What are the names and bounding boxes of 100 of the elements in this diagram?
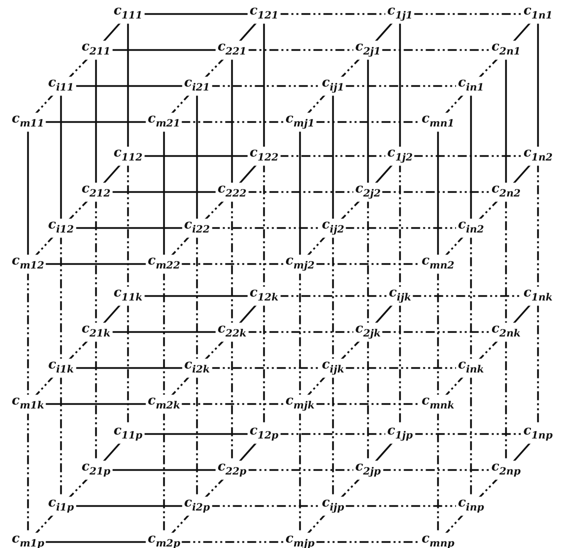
connector-line [111, 331, 217, 333]
connector-line [263, 21, 265, 149]
connector-line [279, 433, 386, 435]
matrix-element-label: c$_{mj1}$ [283, 112, 317, 132]
connector-line [74, 227, 184, 229]
matrix-element-label: c$_{i22}$ [182, 218, 212, 238]
matrix-element-label: c$_{mnk}$ [420, 394, 456, 414]
connector-line [470, 93, 472, 221]
connector-line [345, 227, 458, 229]
connector-line [143, 155, 249, 157]
matrix-element-label: c$_{1jp}$ [385, 424, 415, 444]
connector-line [247, 191, 354, 193]
connector-line [279, 295, 388, 297]
matrix-element-label: c$_{ijk}$ [320, 358, 346, 378]
connector-line [111, 191, 217, 193]
connector-line [181, 263, 284, 265]
matrix-element-label: c$_{221}$ [216, 40, 248, 60]
connector-line [332, 93, 334, 221]
matrix-element-label: c$_{1nk}$ [521, 286, 555, 306]
connector-line [247, 331, 354, 333]
connector-line [27, 271, 29, 397]
connector-line [95, 57, 97, 185]
connector-line [181, 403, 284, 405]
matrix-element-label: c$_{21k}$ [80, 322, 112, 342]
matrix-element-label: c$_{2np}$ [489, 460, 523, 480]
matrix-element-label: c$_{112}$ [112, 146, 144, 166]
connector-line [210, 85, 321, 87]
connector-line [345, 505, 457, 507]
matrix-element-label: c$_{1np}$ [521, 424, 555, 444]
connector-line [95, 199, 97, 325]
matrix-element-label: c$_{2jp}$ [353, 460, 383, 480]
matrix-element-label: c$_{m22}$ [146, 254, 182, 274]
matrix-element-label: c$_{111}$ [112, 4, 144, 24]
connector-line [414, 433, 522, 435]
connector-line [537, 163, 539, 289]
matrix-element-label: c$_{mnp}$ [420, 532, 456, 548]
matrix-element-label: c$_{2jk}$ [353, 322, 383, 342]
connector-line [143, 295, 249, 297]
connector-line [345, 85, 458, 87]
connector-line [210, 505, 321, 507]
connector-line [27, 129, 29, 257]
connector-line [163, 271, 165, 397]
connector-line [367, 57, 369, 185]
connector-line [60, 235, 62, 361]
matrix-element-label: c$_{m2k}$ [146, 394, 182, 414]
connector-line [181, 121, 284, 123]
connector-line [60, 93, 62, 221]
matrix-element-label: c$_{m11}$ [10, 112, 46, 132]
connector-line [143, 433, 249, 435]
matrix-element-label: c$_{i2p}$ [182, 496, 212, 516]
connector-line [399, 163, 401, 289]
connector-line [196, 93, 198, 221]
connector-line [181, 541, 284, 543]
connector-line [437, 129, 439, 257]
matrix-element-label: c$_{2n2}$ [489, 182, 523, 202]
connector-line [279, 155, 386, 157]
connector-line [127, 163, 129, 289]
connector-line [470, 235, 472, 361]
matrix-element-label: c$_{i12}$ [46, 218, 76, 238]
matrix-element-label: c$_{i1k}$ [46, 358, 76, 378]
matrix-element-label: c$_{ij1}$ [320, 76, 346, 96]
connector-line [196, 235, 198, 361]
matrix-element-label: c$_{12k}$ [248, 286, 280, 306]
matrix-element-label: c$_{21p}$ [80, 460, 112, 480]
connector-line [210, 227, 321, 229]
matrix-element-label: c$_{m1k}$ [10, 394, 46, 414]
connector-line [279, 13, 386, 15]
matrix-element-label: c$_{122}$ [248, 146, 280, 166]
connector-line [127, 21, 129, 149]
connector-line [111, 49, 217, 51]
matrix-element-label: c$_{222}$ [216, 182, 248, 202]
matrix-element-label: c$_{mjk}$ [283, 394, 317, 414]
connector-line [299, 129, 301, 257]
matrix-element-label: c$_{ink}$ [456, 358, 486, 378]
matrix-element-label: c$_{2j2}$ [353, 182, 383, 202]
matrix-element-label: c$_{121}$ [248, 4, 280, 24]
connector-line [382, 49, 490, 51]
matrix-element-label: c$_{22k}$ [216, 322, 248, 342]
connector-line [45, 541, 147, 543]
matrix-element-label: c$_{ijp}$ [320, 496, 346, 516]
connector-line [505, 199, 507, 325]
connector-line [163, 129, 165, 257]
connector-line [437, 271, 439, 397]
matrix-element-label: c$_{1j1}$ [385, 4, 415, 24]
connector-line [332, 235, 334, 361]
matrix-element-label: c$_{2j1}$ [353, 40, 383, 60]
connector-line [367, 199, 369, 325]
matrix-element-label: c$_{in2}$ [456, 218, 486, 238]
connector-line [210, 367, 321, 369]
matrix-element-label: c$_{1n2}$ [521, 146, 555, 166]
matrix-element-label: c$_{211}$ [80, 40, 112, 60]
connector-line [247, 469, 354, 471]
connector-line [45, 403, 147, 405]
matrix-element-label: c$_{2nk}$ [489, 322, 523, 342]
connector-line [345, 367, 458, 369]
matrix-element-label: c$_{m1p}$ [10, 532, 46, 548]
matrix-element-label: c$_{212}$ [80, 182, 112, 202]
matrix-element-label: c$_{22p}$ [216, 460, 248, 480]
connector-line [299, 271, 301, 397]
connector-line [45, 263, 147, 265]
